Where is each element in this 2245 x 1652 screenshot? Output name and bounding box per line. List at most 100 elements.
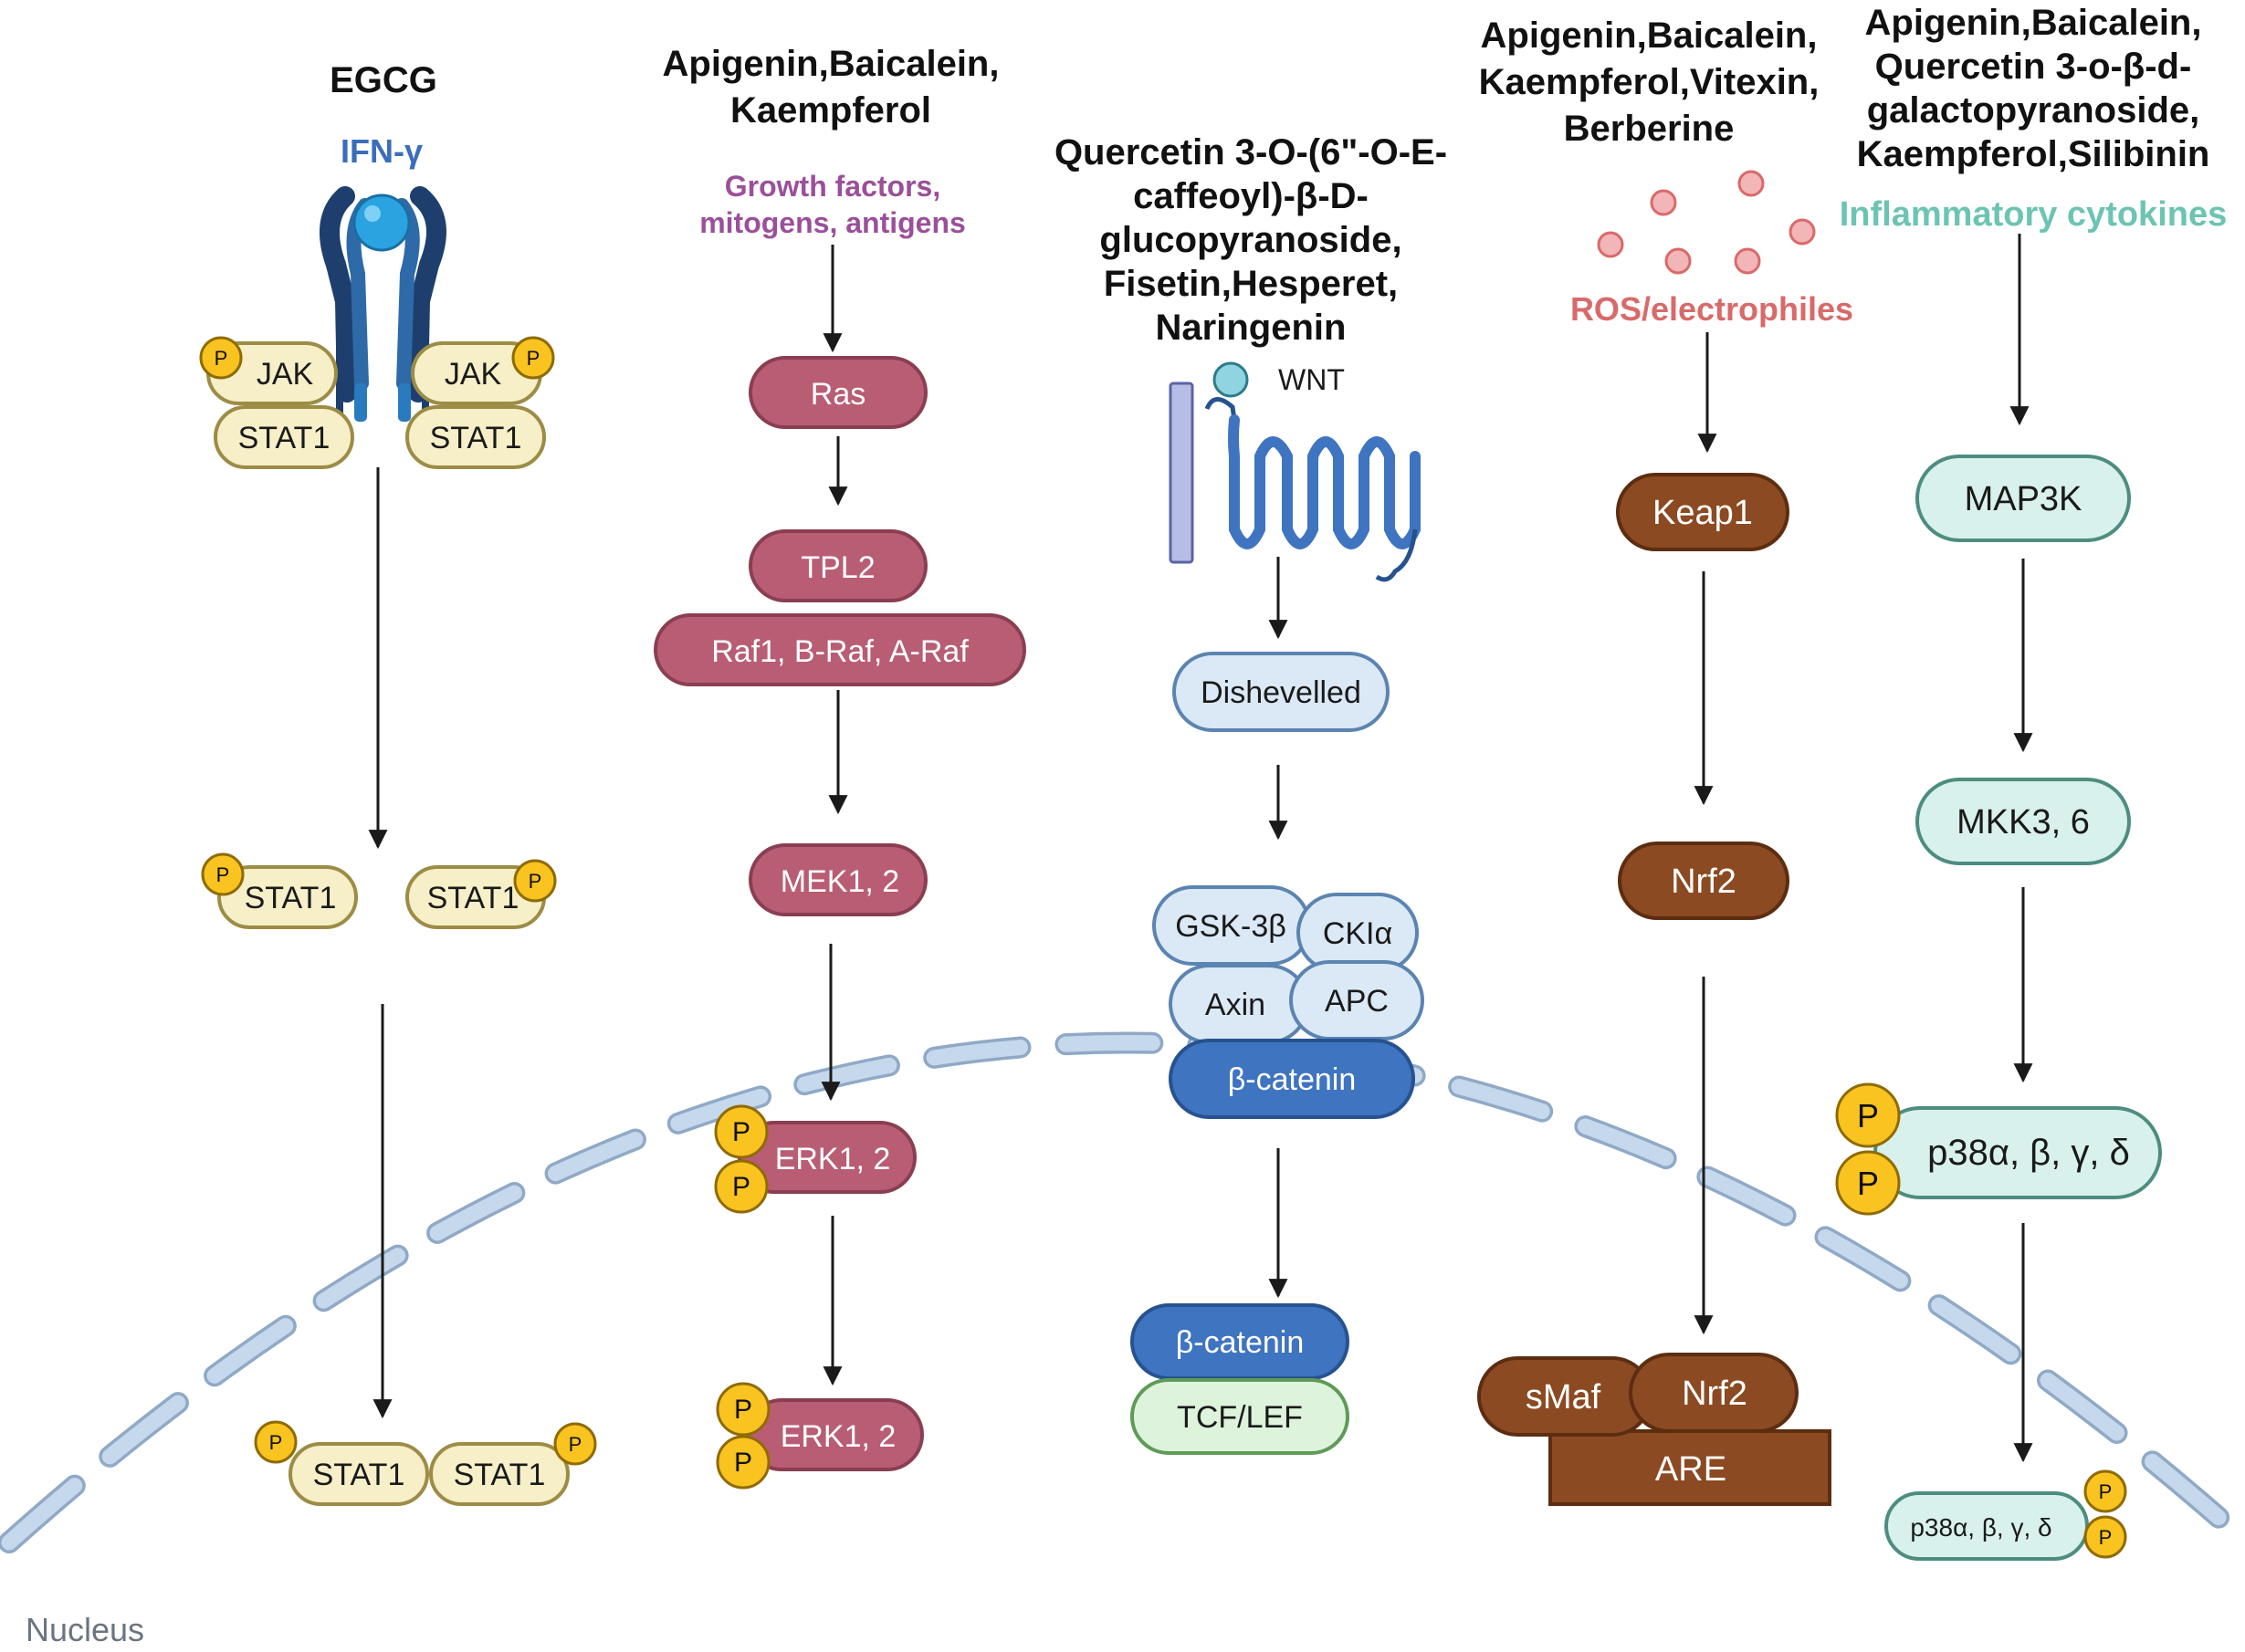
phospho-stat-mid-left bbox=[201, 852, 245, 896]
phospho-erk-cyto-2 bbox=[714, 1159, 769, 1214]
phospho-erk-nuc-2-label: P bbox=[734, 1448, 752, 1478]
mkk36-label: MKK3, 6 bbox=[1957, 803, 2090, 842]
wnt-ligand-icon bbox=[1212, 361, 1249, 398]
phospho-p38-cyto-1-label: P bbox=[1857, 1097, 1879, 1134]
phospho-erk-cyto-1-label: P bbox=[732, 1117, 750, 1147]
phospho-p38-nuc-1 bbox=[2083, 1469, 2127, 1513]
ifn-receptor-icon bbox=[319, 186, 446, 429]
stat1-nuc-right bbox=[429, 1442, 570, 1506]
phospho-p38-cyto-2 bbox=[1835, 1150, 1901, 1216]
phospho-erk-nuc-2 bbox=[716, 1435, 771, 1490]
phospho-stat-nuc-left bbox=[254, 1420, 298, 1464]
phospho-p38-nuc-2-label: P bbox=[2099, 1526, 2113, 1549]
phospho-stat-nuc-right-label: P bbox=[569, 1433, 582, 1456]
jak-right-label: JAK bbox=[445, 357, 502, 392]
stat1-mid-left-label: STAT1 bbox=[245, 881, 337, 915]
phospho-erk-cyto-1 bbox=[714, 1104, 769, 1159]
keap1-label: Keap1 bbox=[1652, 494, 1753, 532]
gsk3b-label: GSK-3β bbox=[1175, 909, 1286, 944]
nucleus-label: Nucleus bbox=[26, 1611, 144, 1648]
mek-label: MEK1, 2 bbox=[781, 864, 899, 899]
p38-cyto-label: p38α, β, γ, δ bbox=[1927, 1133, 2130, 1173]
mapk-erk-pathway: Apigenin,Baicalein, Kaempferol Growth fa… bbox=[654, 44, 1026, 1490]
phospho-stat-mid-right-label: P bbox=[529, 870, 542, 893]
axin-label: Axin bbox=[1205, 988, 1265, 1022]
wnt-drug-label-line2: caffeoyl)-β-D- bbox=[1133, 176, 1369, 216]
growth-factors-label-line2: mitogens, antigens bbox=[699, 206, 966, 239]
smaf-label: sMaf bbox=[1526, 1378, 1601, 1417]
phospho-stat-nuc-left-label: P bbox=[269, 1431, 283, 1454]
p38-drug-label-line2: Quercetin 3-o-β-d- bbox=[1875, 47, 2192, 87]
ras-label: Ras bbox=[811, 377, 865, 412]
p38-drug-label-line1: Apigenin,Baicalein, bbox=[1865, 3, 2202, 43]
raf-label: Raf1, B-Raf, A-Raf bbox=[711, 634, 969, 669]
nrf2-pathway: Apigenin,Baicalein, Kaempferol,Vitexin, … bbox=[1477, 16, 1853, 1506]
ros-label: ROS/electrophiles bbox=[1570, 290, 1853, 328]
inflammatory-cytokines-label: Inflammatory cytokines bbox=[1840, 195, 2227, 234]
stat1-nuc-left-label: STAT1 bbox=[313, 1458, 405, 1492]
p38-drug-label-line3: galactopyranoside, bbox=[1867, 90, 2200, 131]
stat1-nuc-left bbox=[288, 1442, 429, 1506]
phospho-erk-cyto-2-label: P bbox=[732, 1172, 750, 1202]
raf-node bbox=[654, 613, 1026, 686]
p38-nuc-label: p38α, β, γ, δ bbox=[1910, 1513, 2051, 1542]
wnt-drug-label-line4: Fisetin,Hesperet, bbox=[1104, 264, 1398, 304]
beta-catenin-nuc-label: β-catenin bbox=[1176, 1325, 1305, 1360]
wnt-drug-label-line5: Naringenin bbox=[1156, 308, 1347, 348]
nrf2-drug-label-line2: Kaempferol,Vitexin, bbox=[1479, 62, 1820, 102]
phospho-stat-mid-left-label: P bbox=[216, 863, 230, 886]
stat1-mid-left bbox=[217, 865, 358, 929]
tcf-lef-label: TCF/LEF bbox=[1177, 1400, 1303, 1435]
nrf2-nuc-label: Nrf2 bbox=[1682, 1375, 1747, 1413]
wnt-drug-label-line1: Quercetin 3-O-(6"-O-E- bbox=[1054, 132, 1447, 173]
jak-stat-drug-label: EGCG bbox=[330, 60, 437, 100]
tpl2-label: TPL2 bbox=[801, 550, 875, 585]
dishevelled-label: Dishevelled bbox=[1201, 675, 1361, 710]
phospho-p38-nuc-2 bbox=[2083, 1515, 2127, 1559]
ckia-label: CKIα bbox=[1323, 916, 1392, 951]
stat1-mid-right-label: STAT1 bbox=[427, 881, 519, 915]
ras-node bbox=[749, 356, 928, 429]
apc-label: APC bbox=[1325, 984, 1389, 1019]
p38-pathway: Apigenin,Baicalein, Quercetin 3-o-β-d- g… bbox=[1835, 3, 2227, 1561]
nrf2-cyto-node bbox=[1618, 842, 1789, 920]
beta-catenin-cyto-label: β-catenin bbox=[1228, 1062, 1357, 1097]
wnt-pathway: Quercetin 3-O-(6"-O-E- caffeoyl)-β-D- gl… bbox=[1054, 132, 1447, 1455]
phospho-stat-mid-right bbox=[513, 859, 557, 903]
are-label: ARE bbox=[1655, 1450, 1726, 1489]
phospho-erk-nuc-1-label: P bbox=[734, 1395, 752, 1425]
stat1-top-right-label: STAT1 bbox=[430, 421, 522, 455]
keap1-node bbox=[1616, 473, 1789, 551]
p38-drug-label-line4: Kaempferol,Silibinin bbox=[1857, 134, 2210, 174]
stat1-nuc-right-label: STAT1 bbox=[454, 1458, 546, 1492]
growth-factors-label-line1: Growth factors, bbox=[725, 170, 940, 203]
mek-node bbox=[749, 843, 928, 916]
nrf2-drug-label-line3: Berberine bbox=[1564, 109, 1735, 149]
phospho-p38-cyto-1 bbox=[1835, 1082, 1901, 1148]
erk-drug-label-line2: Kaempferol bbox=[730, 90, 931, 131]
ifn-gamma-label: IFN-γ bbox=[341, 132, 423, 170]
stat1-top-left-label: STAT1 bbox=[238, 421, 330, 455]
jak-left-label: JAK bbox=[257, 357, 314, 392]
nrf2-cyto-label: Nrf2 bbox=[1671, 863, 1736, 901]
are-node bbox=[1548, 1429, 1831, 1506]
erk-nuc-label: ERK1, 2 bbox=[781, 1419, 897, 1454]
phospho-erk-nuc-1 bbox=[716, 1382, 771, 1437]
nrf2-nuc-node bbox=[1629, 1353, 1799, 1433]
stat1-top-left bbox=[214, 405, 354, 469]
erk-drug-label-line1: Apigenin,Baicalein, bbox=[663, 44, 1000, 84]
nuclear-membrane bbox=[0, 1031, 2245, 1553]
map3k-node bbox=[1915, 455, 2131, 542]
frizzled-receptor-icon bbox=[1169, 382, 1421, 582]
phospho-jak-right-label: P bbox=[527, 347, 540, 370]
dishevelled-node bbox=[1172, 652, 1390, 732]
stat1-top-right bbox=[405, 405, 546, 469]
phospho-jak-left-label: P bbox=[215, 347, 228, 370]
map3k-label: MAP3K bbox=[1965, 480, 2082, 518]
wnt-drug-label-line3: glucopyranoside, bbox=[1099, 220, 1401, 260]
ros-particles-icon bbox=[1597, 170, 1816, 275]
tcf-lef-node bbox=[1130, 1378, 1349, 1455]
phospho-p38-cyto-2-label: P bbox=[1857, 1165, 1879, 1202]
phospho-jak-left bbox=[199, 336, 243, 380]
